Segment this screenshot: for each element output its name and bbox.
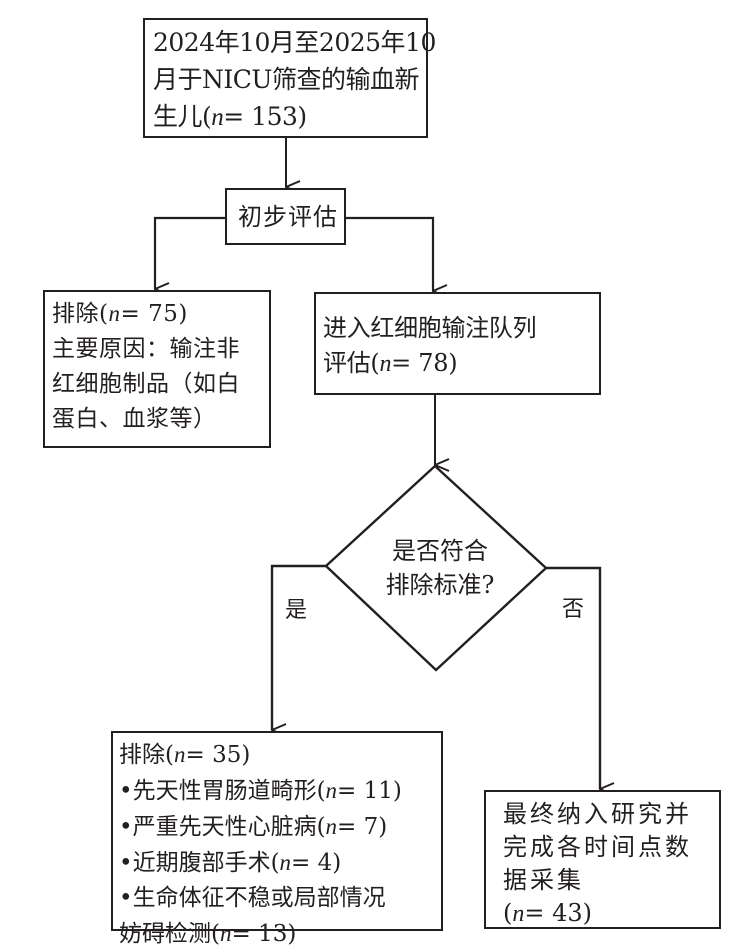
exclusion-1-box: 排除(n= 75) 主要原因：输注非 红细胞制品（如白 蛋白、血浆等） (43, 290, 271, 448)
exclusion-2-item-text: 妨碍检测( (119, 921, 220, 947)
n-symbol: n (512, 901, 525, 927)
exclusion-1-count: = 75 (120, 301, 179, 327)
cohort-line-2: 评估(n= 78) (323, 346, 599, 382)
screening-count: = 153 (223, 102, 298, 131)
exclusion-2-item-count: = 13 (231, 921, 288, 947)
yes-label: 是 (285, 598, 308, 623)
cohort-line-1: 进入红细胞输注队列 (323, 314, 537, 342)
exclusion-1-title: 排除(n= 75) (52, 296, 269, 332)
final-line-2: 完成各时间点数 (503, 833, 692, 861)
n-symbol: n (379, 351, 392, 377)
paren-close: ) (287, 921, 297, 947)
screening-line-3-text: 生儿( (153, 102, 212, 131)
n-symbol: n (279, 850, 292, 875)
exclusion-2-item: •严重先天性心脏病(n= 7) (119, 809, 441, 845)
n-symbol: n (108, 301, 121, 326)
screening-line-3: 生儿(n= 153) (153, 98, 426, 136)
exclusion-1-title-text: 排除( (52, 301, 109, 327)
exclusion-2-item-text: •近期腹部手术( (119, 850, 280, 876)
screening-line-1: 2024年10月至2025年10 (153, 28, 436, 57)
paren-open: ( (503, 899, 513, 927)
arrow-yes-to-exclusion2 (270, 564, 326, 730)
paren-close: ) (178, 301, 188, 327)
cohort-count: = 78 (391, 349, 449, 377)
exclusion-2-item: •先天性胃肠道畸形(n= 11) (119, 773, 441, 809)
final-count: = 43 (524, 899, 583, 927)
decision-line-2: 排除标准? (385, 571, 495, 599)
exclusion-2-item-count: = 7 (337, 814, 379, 840)
screening-line-2: 月于NICU筛查的输血新 (153, 65, 419, 94)
n-symbol: n (325, 814, 338, 839)
initial-assessment-box: 初步评估 (225, 188, 346, 245)
n-symbol: n (173, 742, 186, 767)
final-inclusion-box: 最终纳入研究并 完成各时间点数 据采集 (n= 43) (484, 790, 721, 929)
cohort-line-2-text: 评估( (323, 349, 380, 377)
paren-close: ) (392, 778, 402, 804)
initial-assessment-label: 初步评估 (238, 203, 338, 231)
exclusion-1-reason-line-3: 蛋白、血浆等） (52, 406, 217, 432)
arrow-initial-to-exclusion1 (153, 216, 225, 289)
exclusion-2-item: •近期腹部手术(n= 4) (119, 845, 441, 881)
screening-box: 2024年10月至2025年10 月于NICU筛查的输血新 生儿(n= 153) (143, 18, 436, 138)
exclusion-2-title: 排除(n= 35) (119, 737, 441, 773)
exclusion-2-item-continued: 妨碍检测(n= 13) (119, 916, 441, 952)
decision-line-1: 是否符合 (392, 537, 488, 565)
final-line-1: 最终纳入研究并 (503, 800, 692, 828)
arrow-no-to-final (546, 566, 600, 789)
exclusion-2-item-text: •先天性胃肠道畸形( (119, 778, 326, 804)
n-symbol: n (219, 921, 232, 946)
exclusion-2-box: 排除(n= 35) •先天性胃肠道畸形(n= 11) •严重先天性心脏病(n= … (111, 731, 443, 947)
exclusion-2-title-text: 排除( (119, 742, 174, 768)
exclusion-1-reason-line-1: 主要原因：输注非 (52, 336, 240, 362)
paren-close: ) (297, 102, 307, 131)
final-count-line: (n= 43) (503, 897, 719, 931)
n-symbol: n (211, 104, 224, 131)
paren-close: ) (448, 349, 458, 377)
exclusion-2-item: •生命体征不稳或局部情况 (119, 881, 441, 916)
paren-close: ) (378, 814, 388, 840)
exclusion-1-reason-line-2: 红细胞制品（如白 (52, 371, 240, 397)
final-line-3: 据采集 (503, 866, 584, 894)
exclusion-2-item-text: •严重先天性心脏病( (119, 814, 326, 840)
arrow-initial-to-cohort (346, 216, 433, 291)
cohort-box: 进入红细胞输注队列 评估(n= 78) (314, 292, 601, 395)
decision-text: 是否符合 排除标准? (370, 534, 510, 602)
exclusion-2-item-count: = 11 (337, 778, 393, 804)
exclusion-2-count: = 35 (185, 742, 242, 768)
n-symbol: n (325, 778, 338, 803)
no-label: 否 (562, 597, 585, 622)
exclusion-2-item-text: •生命体征不稳或局部情况 (119, 885, 386, 911)
paren-close: ) (241, 742, 251, 768)
exclusion-2-item-count: = 4 (291, 850, 333, 876)
paren-close: ) (582, 899, 593, 927)
paren-close: ) (332, 850, 342, 876)
decision-diamond (324, 464, 548, 672)
